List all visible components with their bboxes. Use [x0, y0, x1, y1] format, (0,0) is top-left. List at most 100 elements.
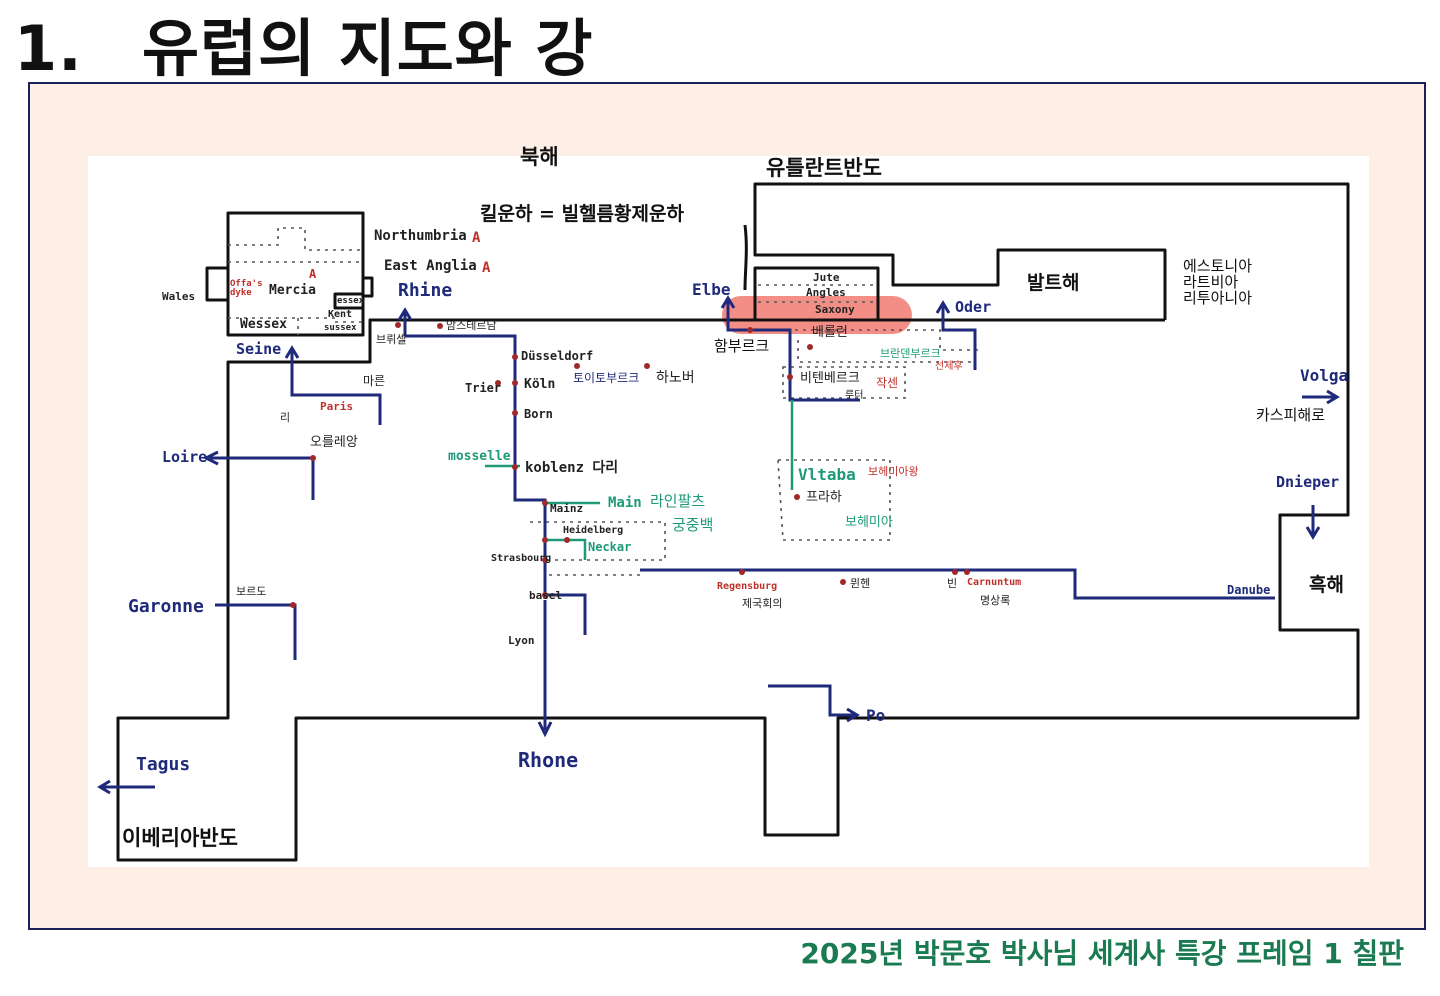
bohemia-label: 보헤미아: [845, 515, 893, 530]
marne-label: 마른: [363, 374, 386, 388]
jute-label: Jute: [813, 271, 840, 284]
northumbria-label: Northumbria: [374, 228, 467, 244]
prague-label: 프라하: [806, 490, 842, 505]
latvia-label: 라트비아: [1183, 273, 1239, 291]
wittenberg-label: 비텐베르크: [800, 371, 860, 386]
lithuania-label: 리투아니아: [1183, 289, 1253, 307]
wales-outline: [205, 266, 228, 302]
basel-label: basel: [529, 589, 563, 602]
berlin-label: 베를린: [812, 325, 848, 340]
oder-label: Oder: [955, 298, 992, 316]
angles-label: Angles: [806, 286, 846, 299]
saxony-label: Saxony: [815, 303, 855, 316]
baltic-sea-label: 발트해: [1027, 272, 1080, 294]
po-label: Po: [866, 706, 886, 725]
vienna-label: 빈: [947, 577, 958, 590]
wessex-label: Wessex: [240, 317, 287, 332]
tagus-arrow: [97, 779, 155, 795]
koln-label: Köln: [524, 377, 556, 392]
amsterdam-label: 암스테르담: [446, 319, 497, 332]
tagus-label: Tagus: [136, 754, 191, 775]
rhine-label: Rhine: [398, 280, 453, 301]
palatinate-count-label: 궁중백: [672, 516, 714, 534]
loire-label: Loire: [162, 448, 208, 466]
koblenz-label: koblenz 다리: [525, 460, 619, 476]
munich-label: 뮌헨: [850, 577, 871, 590]
meditations-label: 명상록: [980, 594, 1011, 607]
north-sea-label: 북해: [520, 145, 559, 169]
mercia-anglo-mark: A: [309, 267, 317, 281]
elbe-label: Elbe: [692, 280, 731, 299]
rhone-label: Rhone: [518, 748, 579, 772]
oder-river: [935, 300, 977, 370]
saxon-label: 작센: [876, 376, 899, 390]
vltava-label: Vltaba: [798, 465, 856, 484]
hannover-label: 하노버: [656, 370, 695, 386]
east-anglia-anglo-mark: A: [482, 260, 491, 276]
regensburg-label: Regensburg: [717, 581, 778, 592]
estonia-label: 에스토니아: [1183, 257, 1253, 275]
continent-coast: [116, 182, 1360, 862]
offas-dyke-label: Offa's dyke: [230, 279, 263, 298]
rhine-arrow: [397, 307, 413, 336]
brussels-label: 브뤼셀: [376, 333, 407, 346]
kent-label: Kent: [328, 309, 353, 320]
neckar-river: [545, 538, 587, 560]
bonn-label: Born: [524, 407, 553, 421]
kiel-canal-line: [743, 224, 748, 291]
garonne-label: Garonne: [128, 596, 204, 617]
bordeaux-label: 보르도: [236, 585, 267, 598]
volga-label: Volga: [1300, 366, 1349, 385]
trier-label: Trier: [465, 381, 502, 395]
northumbria-anglo-mark: A: [472, 230, 481, 246]
map-canvas: [88, 156, 1369, 867]
dusseldorf-label: Düsseldorf: [521, 349, 594, 363]
east-anglia-label: East Anglia: [384, 258, 477, 274]
ri-label: 리: [280, 411, 291, 424]
luther-label: 루터: [845, 390, 864, 401]
elector-label: 선제후: [935, 361, 963, 372]
po-river: [768, 684, 860, 723]
iberia-label: 이베리아반도: [122, 826, 238, 850]
teutoburg-label: 토이토부르크: [573, 371, 640, 385]
sussex-label: sussex: [324, 323, 357, 333]
dnieper-label: Dnieper: [1276, 473, 1340, 491]
bohemia-king-label: 보헤미아왕: [868, 465, 919, 478]
jutland-label: 유틀란트반도: [766, 156, 882, 180]
caspian-label: 카스피해로: [1256, 406, 1326, 424]
jutland-outline: [753, 266, 880, 320]
footer-caption: 2025년 박문호 박사님 세계사 특강 프레임 1 칠판: [800, 937, 1404, 970]
mainz-label: Mainz: [550, 502, 584, 515]
paris-label: Paris: [320, 400, 354, 413]
britain-outline: [226, 211, 365, 337]
danube-river: [640, 568, 1275, 600]
black-sea-label: 흑해: [1309, 574, 1344, 596]
mosselle-label: mosselle: [448, 449, 511, 464]
dnieper-arrow: [1305, 505, 1321, 540]
page-title: 1.유럽의 지도와 강: [14, 0, 593, 88]
essex-label: essex: [337, 296, 365, 306]
hamburg-label: 함부르크: [714, 337, 770, 355]
imperial-diet-label: 제국회의: [742, 597, 783, 610]
city-dots: [290, 322, 970, 608]
seine-label: Seine: [236, 340, 282, 358]
volga-arrow: [1302, 389, 1340, 405]
kiel-canal-label: 킬운하 = 빌헬름황제운하: [480, 203, 684, 225]
elbe-river: [720, 295, 860, 402]
main-label: Main: [608, 495, 642, 511]
rhone-river: [537, 600, 553, 738]
lyon-label: Lyon: [508, 634, 535, 647]
carnuntum-label: Carnuntum: [967, 577, 1022, 588]
strasbourg-label: Strasbourg: [491, 553, 552, 564]
brandenburg-label: 브란덴부르크: [880, 347, 941, 360]
heidelberg-label: Heidelberg: [563, 525, 624, 536]
dotted-borders: [228, 227, 980, 576]
essex-box: [333, 292, 365, 310]
title-number: 1.: [14, 12, 83, 85]
wales-label: Wales: [162, 290, 196, 303]
danube-label: Danube: [1227, 583, 1271, 597]
loire-river: [202, 450, 315, 500]
seine-river: [284, 345, 382, 425]
mercia-label: Mercia: [269, 283, 316, 298]
